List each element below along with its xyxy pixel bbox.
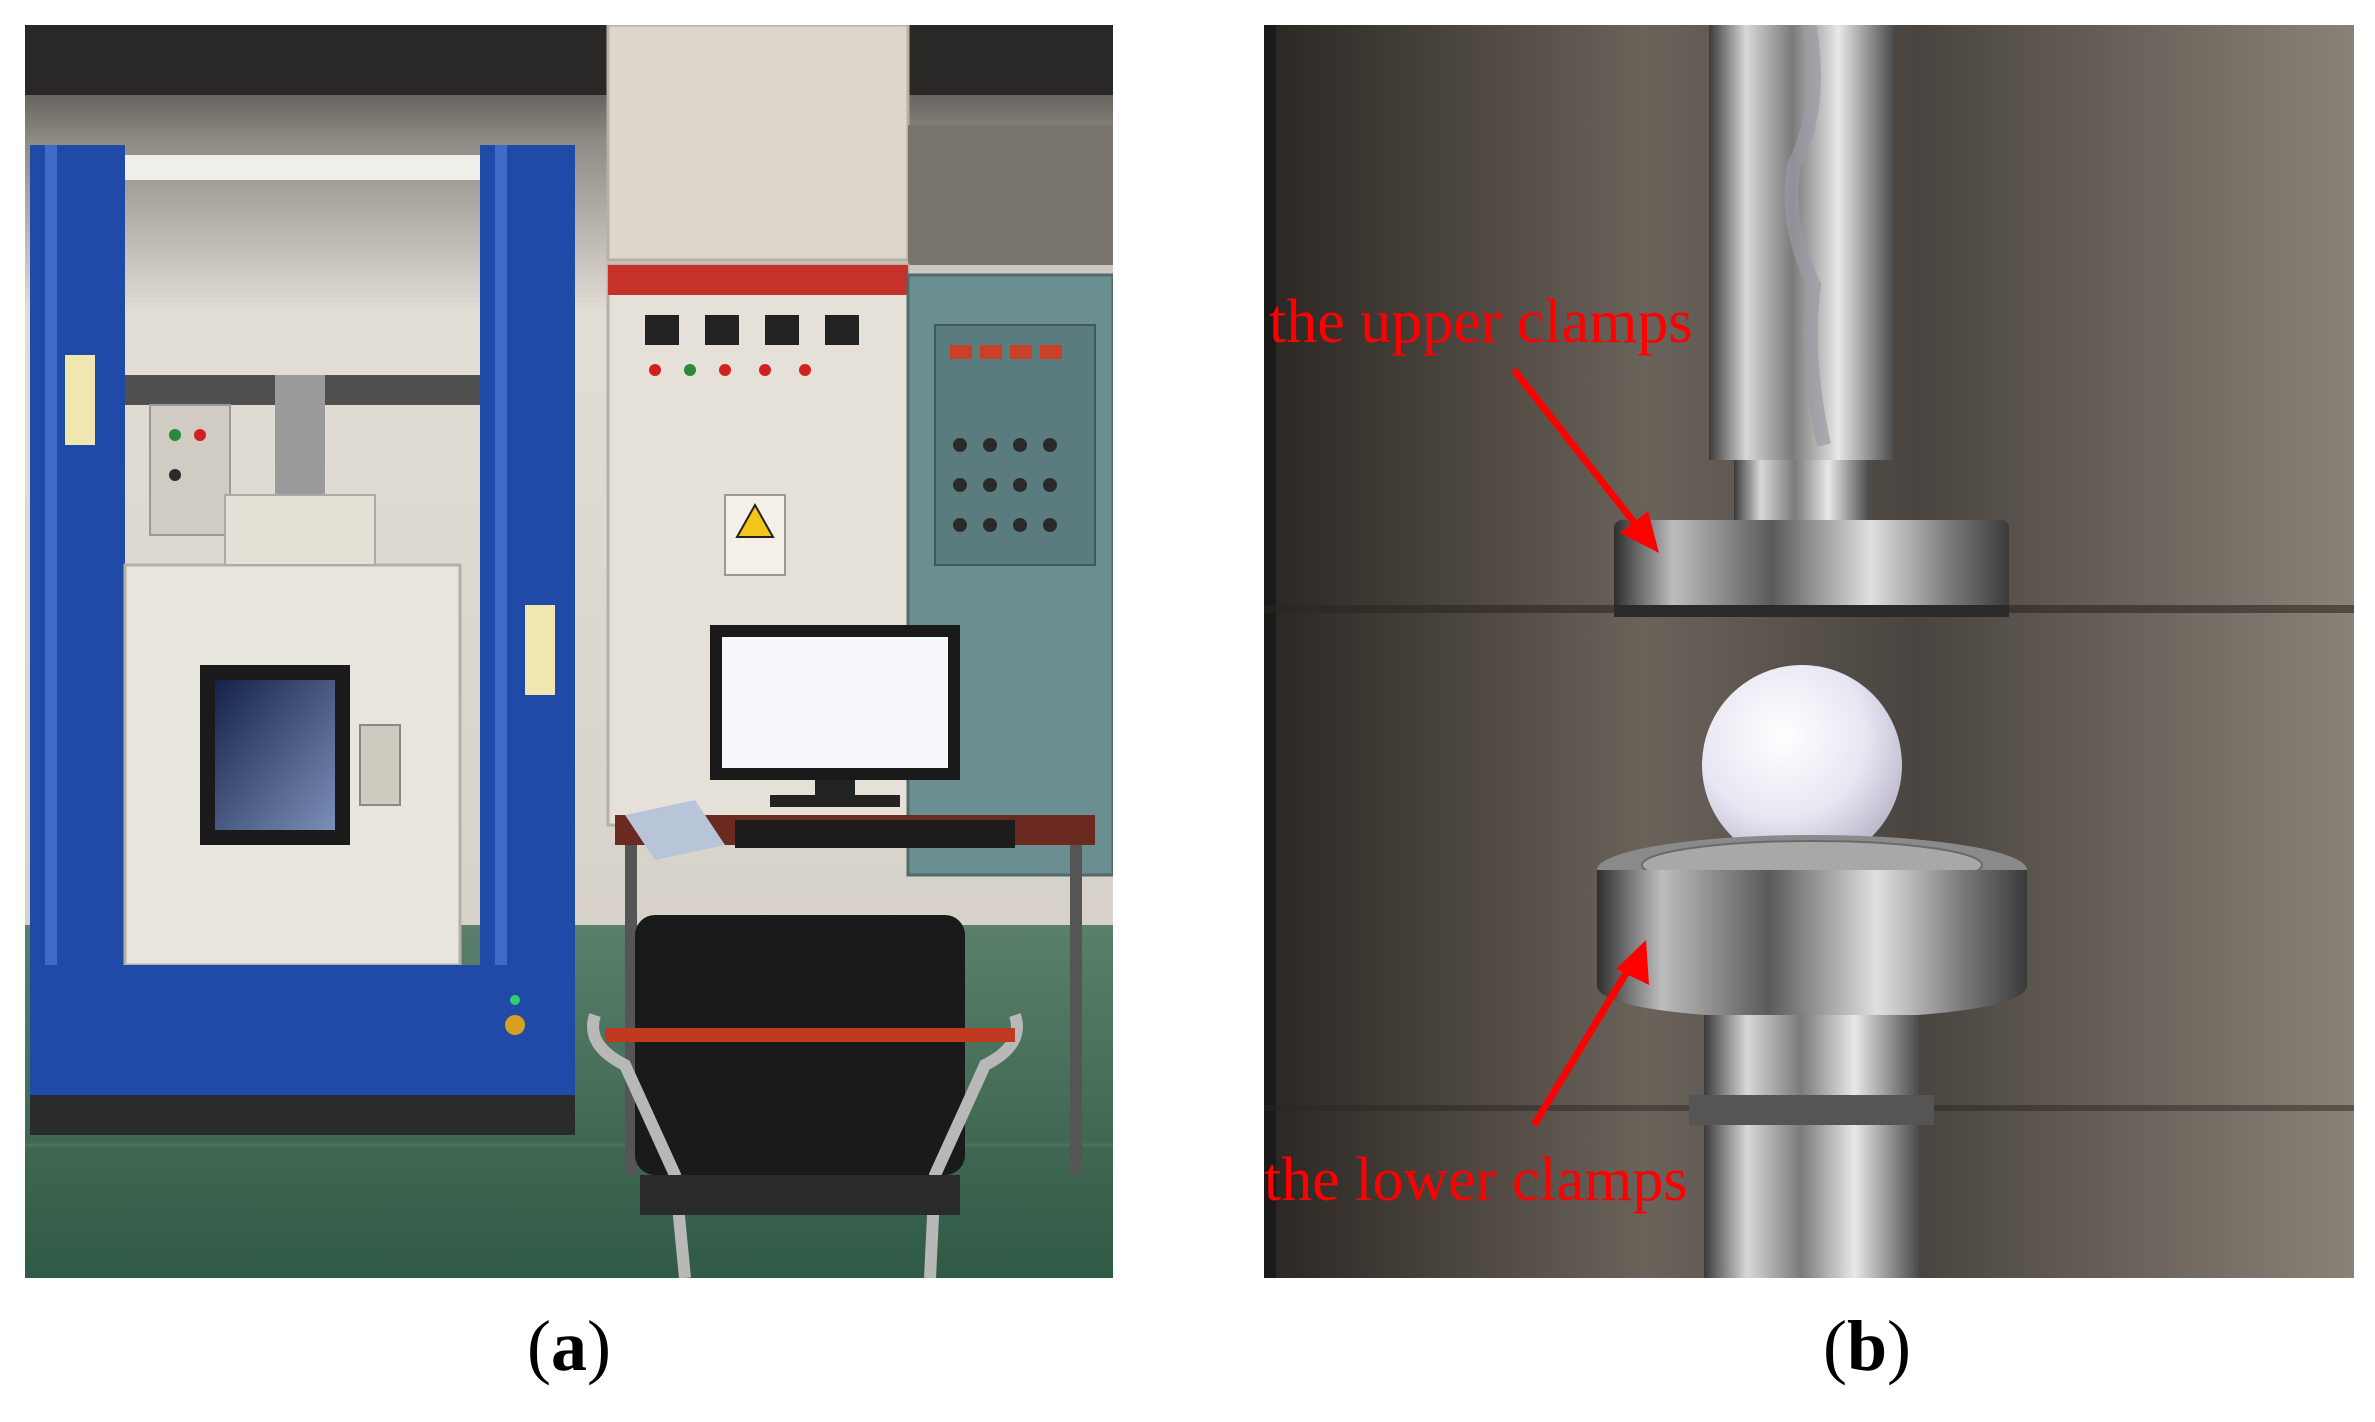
label-lower-clamps: the lower clamps (1264, 1146, 1688, 1214)
photo-a-drawing (25, 25, 1113, 1278)
photo-b-drawing: the upper clamps the lower clamps (1264, 25, 2354, 1278)
label-upper-clamps: the upper clamps (1269, 288, 1693, 356)
caption-b: (b) (1822, 1306, 1911, 1386)
lower-clamp-arrow (1531, 940, 1649, 1127)
caption-a-letter: a (551, 1306, 587, 1386)
upper-clamp-arrow (1511, 367, 1659, 553)
caption-b-letter: b (1846, 1306, 1888, 1386)
photo-clamps-closeup: the upper clamps the lower clamps (1264, 25, 2354, 1278)
caption-a: (a) (527, 1306, 611, 1386)
photo-testing-machine (25, 25, 1113, 1278)
